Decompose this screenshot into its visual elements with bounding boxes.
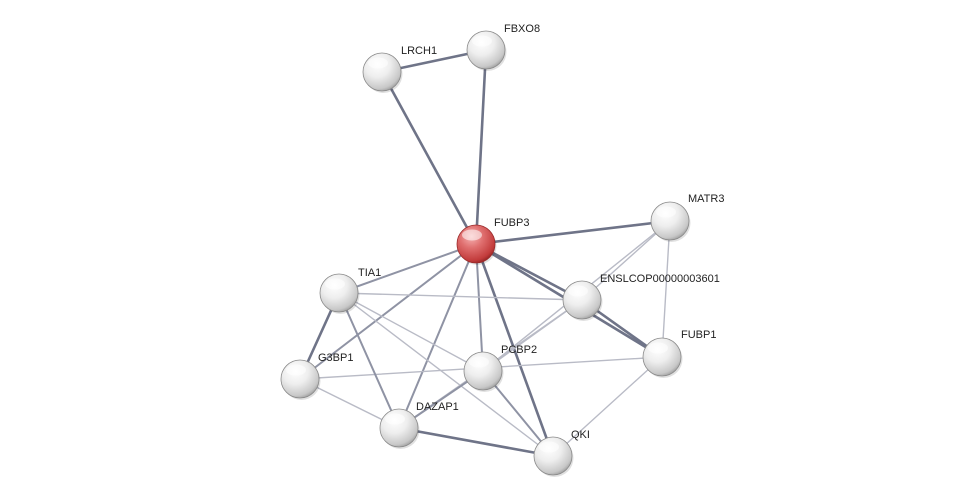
edge-fubp3-matr3 [474, 219, 672, 246]
node-label-fubp1: FUBP1 [681, 329, 716, 341]
node-dazap1[interactable]: DAZAP1 [379, 401, 459, 449]
node-label-pcbp2: PCBP2 [501, 344, 537, 356]
node-highlight [286, 364, 306, 376]
edge-tia1-qki [338, 292, 554, 457]
node-label-tia1: TIA1 [358, 267, 381, 279]
node-fubp1[interactable]: FUBP1 [642, 329, 716, 378]
edge-fubp3-g3bp1 [299, 243, 477, 380]
edge-enslcop00000003601-tia1 [338, 292, 583, 301]
node-label-fubp3: FUBP3 [494, 217, 529, 229]
node-highlight [568, 285, 588, 297]
node-highlight [472, 35, 492, 47]
edge-lrch1-fubp3 [380, 70, 478, 246]
node-highlight [325, 278, 345, 290]
edge-fubp3-dazap1 [398, 243, 477, 429]
node-label-g3bp1: G3BP1 [318, 352, 353, 364]
node-highlight [368, 57, 388, 69]
node-label-dazap1: DAZAP1 [416, 401, 459, 413]
node-highlight [462, 229, 482, 241]
node-label-enslcop00000003601: ENSLCOP00000003601 [600, 273, 720, 285]
edge-tia1-dazap1 [338, 292, 400, 429]
node-label-qki: QKI [571, 429, 590, 441]
node-fubp3[interactable]: FUBP3 [456, 217, 529, 265]
node-lrch1[interactable]: LRCH1 [362, 45, 437, 93]
node-highlight [648, 342, 668, 354]
edge-tia1-pcbp2 [338, 292, 484, 372]
edge-dazap1-qki [397, 426, 555, 458]
node-enslcop00000003601[interactable]: ENSLCOP00000003601 [562, 273, 720, 321]
node-matr3[interactable]: MATR3 [650, 193, 724, 242]
node-label-lrch1: LRCH1 [401, 45, 437, 57]
edge-fubp3-qki [474, 242, 555, 458]
edge-matr3-fubp1 [661, 220, 671, 358]
node-pcbp2[interactable]: PCBP2 [463, 344, 537, 392]
node-highlight [385, 413, 405, 425]
edge-fubp3-pcbp2 [475, 243, 484, 372]
node-g3bp1[interactable]: G3BP1 [280, 352, 353, 400]
node-label-fbxo8: FBXO8 [504, 23, 540, 35]
node-highlight [539, 441, 559, 453]
edge-fbxo8-fubp3 [474, 48, 488, 246]
edge-fubp1-qki [552, 356, 663, 457]
node-qki[interactable]: QKI [533, 429, 590, 477]
edge-fubp3-tia1 [338, 243, 477, 294]
node-layer: FUBP3 LRCH1 FBXO8MATR3ENSLCOP00000003601FU… [280, 23, 724, 477]
edge-matr3-enslcop00000003601 [581, 220, 671, 301]
node-highlight [656, 206, 676, 218]
node-tia1[interactable]: TIA1 [319, 267, 381, 314]
node-highlight [469, 356, 489, 368]
node-fbxo8[interactable]: FBXO8 [466, 23, 540, 71]
node-label-matr3: MATR3 [688, 193, 724, 205]
